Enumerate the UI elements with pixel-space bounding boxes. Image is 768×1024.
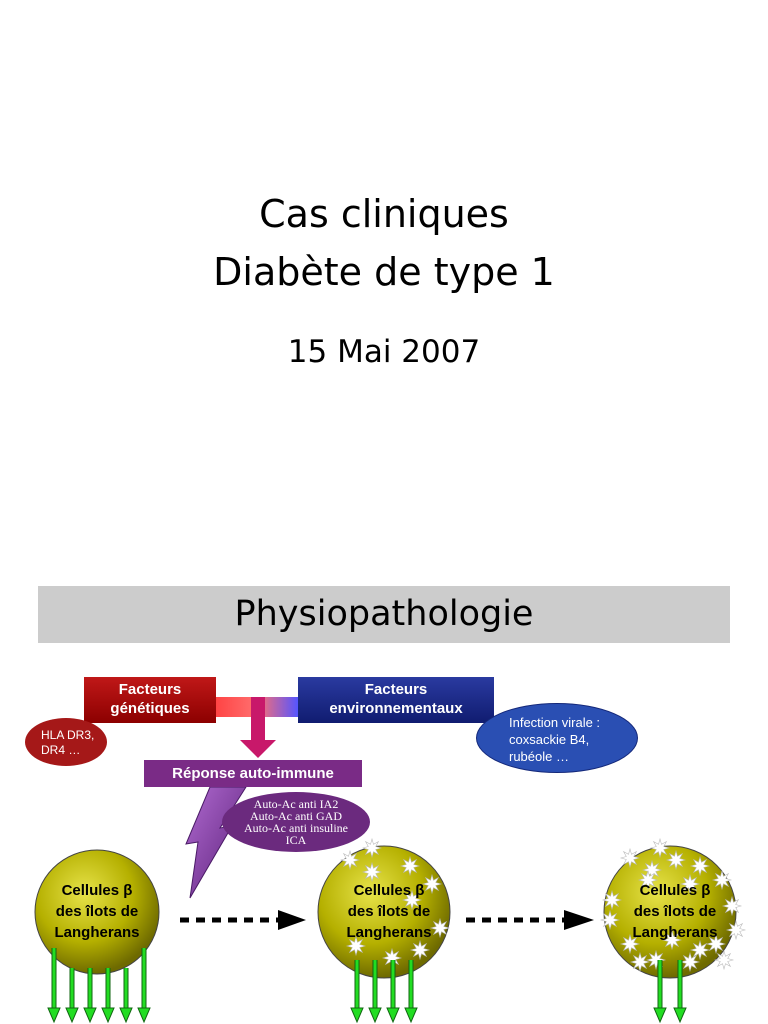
hla-ellipse: HLA DR3, DR4 …	[25, 718, 107, 766]
cell-label-2-line3: Langherans	[346, 924, 432, 941]
damage-star-icon	[679, 951, 701, 973]
auto-antibodies-ellipse: Auto-Ac anti IA2 Auto-Ac anti GAD Auto-A…	[222, 792, 370, 852]
cell-label-1: Cellules β des îlots de Langherans	[32, 880, 162, 943]
insulin-arrow-icon	[65, 968, 79, 1024]
insulin-arrow-icon	[673, 960, 687, 1024]
damage-star-icon	[361, 861, 383, 883]
infection-line1: Infection virale :	[509, 715, 601, 730]
cell-label-3: Cellules β des îlots de Langherans	[610, 880, 740, 943]
insulin-arrow-icon	[653, 960, 667, 1024]
damage-star-icon	[661, 929, 683, 951]
damage-star-icon	[689, 855, 711, 877]
damage-star-icon	[711, 869, 733, 891]
auto-ac-line2: Auto-Ac anti GAD	[250, 809, 342, 823]
insulin-arrow-icon	[137, 948, 151, 1024]
progression-arrow-1	[180, 910, 306, 930]
title-line-1: Cas cliniques	[259, 192, 509, 236]
insulin-arrow-icon	[386, 960, 400, 1024]
damage-star-icon	[629, 951, 651, 973]
auto-ac-line1: Auto-Ac anti IA2	[253, 797, 339, 811]
damage-star-icon	[725, 919, 747, 941]
damage-star-icon	[409, 939, 431, 961]
cell-label-1-line2: des îlots de	[55, 903, 139, 920]
damage-star-icon	[361, 837, 383, 859]
beta-cell-1	[34, 849, 160, 975]
damage-star-icon	[421, 873, 443, 895]
damage-star-icon	[665, 849, 687, 871]
progression-arrow-2	[466, 910, 594, 930]
genetic-factors-box: Facteurs génétiques	[84, 677, 216, 723]
environmental-factors-line2: environnementaux	[329, 700, 463, 717]
cell-label-3-line1: Cellules β	[639, 882, 711, 899]
infection-line2: coxsackie B4,	[509, 732, 590, 747]
damage-star-icon	[599, 909, 621, 931]
cell-label-3-line3: Langherans	[632, 924, 718, 941]
genetic-factors-line1: Facteurs	[118, 681, 182, 698]
damage-star-icon	[713, 949, 735, 971]
infection-line3: rubéole …	[509, 749, 569, 764]
lightning-bolt-icon	[185, 786, 247, 899]
auto-ac-line4: ICA	[285, 833, 307, 847]
damage-star-icon	[601, 889, 623, 911]
insulin-arrow-icon	[83, 968, 97, 1024]
damage-star-icon	[679, 873, 701, 895]
cell-label-2: Cellules β des îlots de Langherans	[324, 880, 454, 943]
damage-star-icon	[649, 837, 671, 859]
slide-banner: Physiopathologie	[38, 586, 730, 643]
insulin-arrow-icon	[101, 968, 115, 1024]
slide-banner-title: Physiopathologie	[234, 594, 534, 634]
insulin-arrow-icon	[119, 968, 133, 1024]
damage-star-icon	[339, 849, 361, 871]
autoimmune-response-box: Réponse auto-immune	[144, 760, 362, 787]
cell-label-2-line2: des îlots de	[347, 903, 431, 920]
slide-date: 15 Mai 2007	[287, 334, 481, 370]
cell-label-1-line1: Cellules β	[61, 882, 133, 899]
cell-label-1-line3: Langherans	[54, 924, 140, 941]
damage-star-icon	[705, 933, 727, 955]
damage-star-icon	[399, 855, 421, 877]
environmental-factors-line1: Facteurs	[364, 681, 428, 698]
cell-label-2-line1: Cellules β	[353, 882, 425, 899]
beta-cell-3	[603, 845, 737, 979]
damage-star-icon	[401, 889, 423, 911]
insulin-arrow-icon	[350, 960, 364, 1024]
damage-star-icon	[345, 935, 367, 957]
insulin-arrow-icon	[368, 960, 382, 1024]
damage-star-icon	[689, 939, 711, 961]
insulin-arrow-icon	[47, 948, 61, 1024]
down-arrow-icon	[240, 697, 276, 758]
environmental-factors-box: Facteurs environnementaux	[298, 677, 494, 723]
genetic-factors-line2: génétiques	[110, 700, 190, 717]
damage-star-icon	[721, 895, 743, 917]
hla-line1: HLA DR3,	[41, 728, 95, 742]
damage-star-icon	[637, 869, 659, 891]
damage-star-icon	[429, 917, 451, 939]
damage-star-icon	[619, 933, 641, 955]
cell-label-3-line2: des îlots de	[633, 903, 717, 920]
insulin-arrow-icon	[404, 960, 418, 1024]
damage-star-icon	[619, 847, 641, 869]
auto-ac-line3: Auto-Ac anti insuline	[244, 821, 348, 835]
hla-line2: DR4 …	[41, 743, 81, 757]
title-line-2: Diabète de type 1	[213, 250, 555, 294]
infection-ellipse: Infection virale : coxsackie B4, rubéole…	[476, 703, 638, 773]
